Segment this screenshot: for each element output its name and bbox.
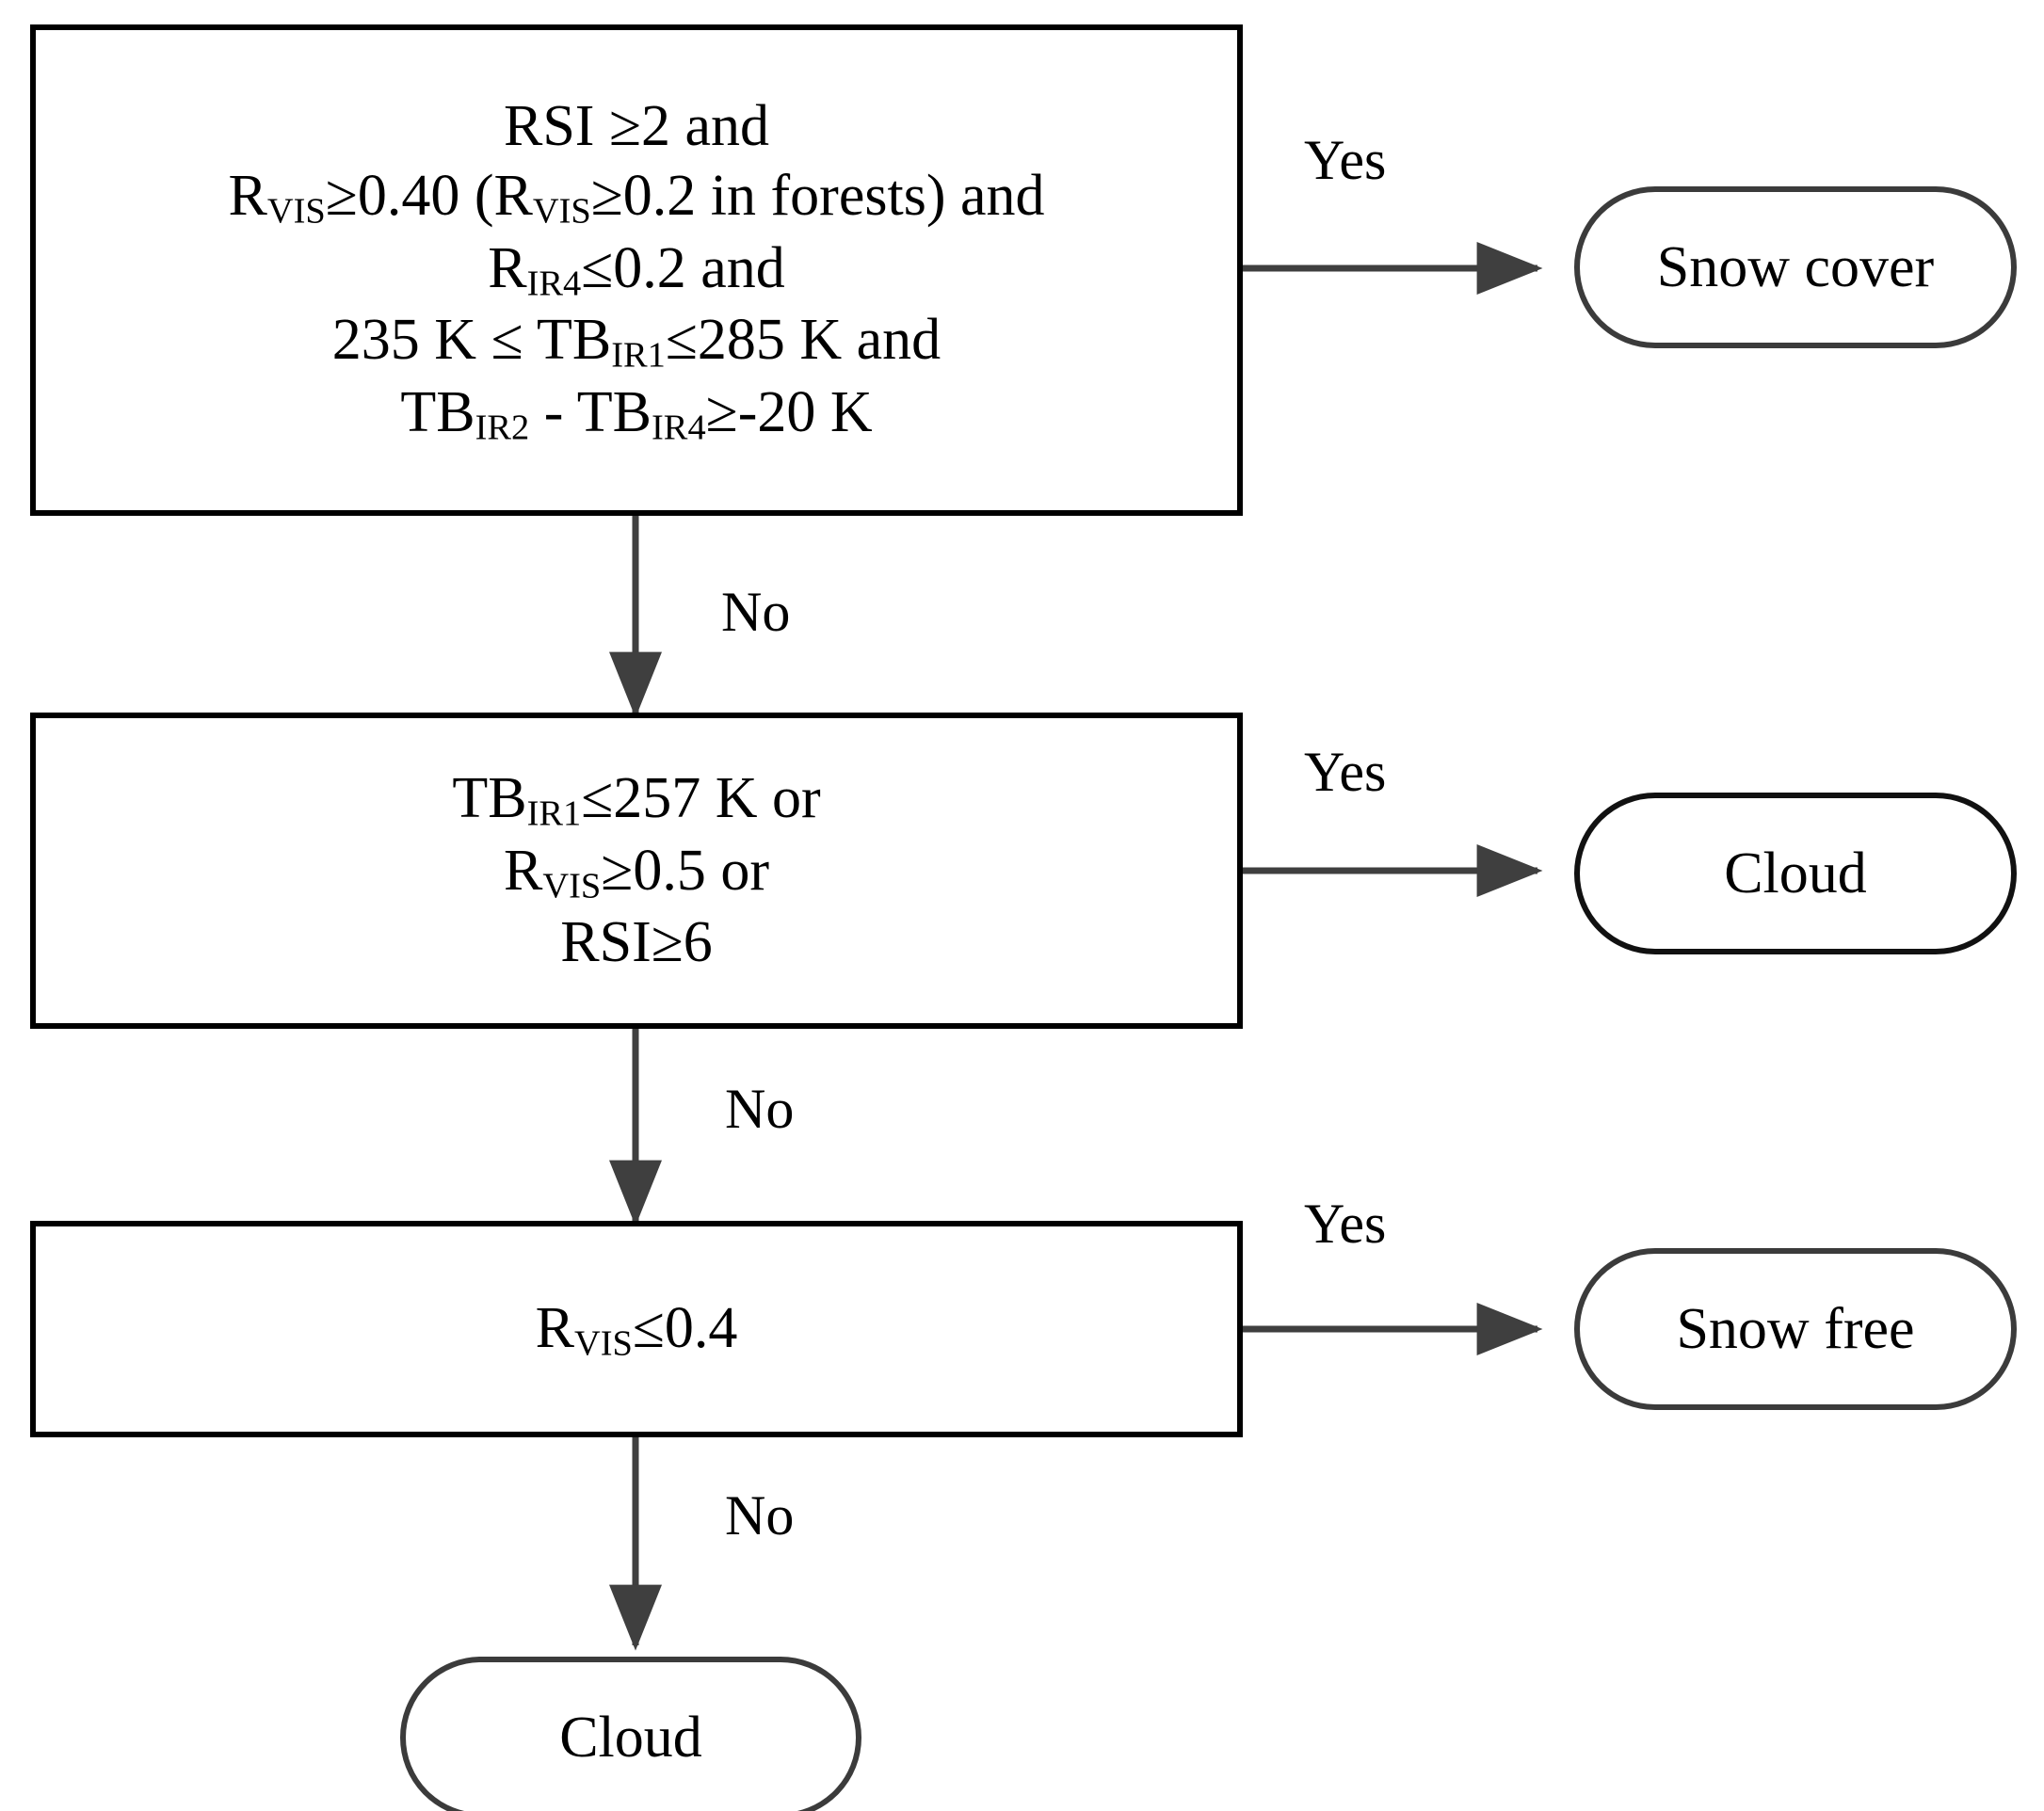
- decision2-line-1: TBIR1≤257 K or: [452, 766, 821, 834]
- decision2-line-3: RSI≥6: [560, 910, 713, 975]
- edge-label-yes-3: Yes: [1304, 1193, 1387, 1255]
- terminal-snow-free-label: Snow free: [1676, 1296, 1915, 1361]
- terminal-cloud-right[interactable]: Cloud: [1574, 793, 2017, 954]
- decision2-line-2: RVIS≥0.5 or: [504, 838, 769, 906]
- terminal-snow-cover-label: Snow cover: [1656, 234, 1935, 299]
- terminal-cloud-bottom[interactable]: Cloud: [400, 1657, 861, 1811]
- terminal-cloud-bottom-label: Cloud: [559, 1705, 702, 1770]
- edge-label-yes-2: Yes: [1304, 741, 1387, 803]
- edge-label-no-3: No: [725, 1484, 795, 1547]
- decision3-line-1: RVIS≤0.4: [535, 1295, 738, 1364]
- decision-node-1[interactable]: RSI ≥2 and RVIS≥0.40 (RVIS≥0.2 in forest…: [30, 24, 1243, 516]
- decision1-line-1: RSI ≥2 and: [503, 93, 770, 158]
- edge-label-yes-1: Yes: [1304, 129, 1387, 191]
- decision-node-2[interactable]: TBIR1≤257 K or RVIS≥0.5 or RSI≥6: [30, 713, 1243, 1029]
- decision1-line-3: RIR4≤0.2 and: [488, 235, 785, 304]
- edge-label-no-2: No: [725, 1078, 795, 1140]
- decision1-line-2: RVIS≥0.40 (RVIS≥0.2 in forests) and: [228, 164, 1045, 232]
- decision1-line-5: TBIR2 - TBIR4≥-20 K: [400, 379, 873, 448]
- decision-node-3[interactable]: RVIS≤0.4: [30, 1221, 1243, 1437]
- terminal-cloud-right-label: Cloud: [1724, 841, 1867, 906]
- terminal-snow-cover[interactable]: Snow cover: [1574, 186, 2017, 348]
- edge-label-no-1: No: [721, 581, 791, 643]
- terminal-snow-free[interactable]: Snow free: [1574, 1248, 2017, 1410]
- decision1-line-4: 235 K ≤ TBIR1≤285 K and: [331, 308, 942, 376]
